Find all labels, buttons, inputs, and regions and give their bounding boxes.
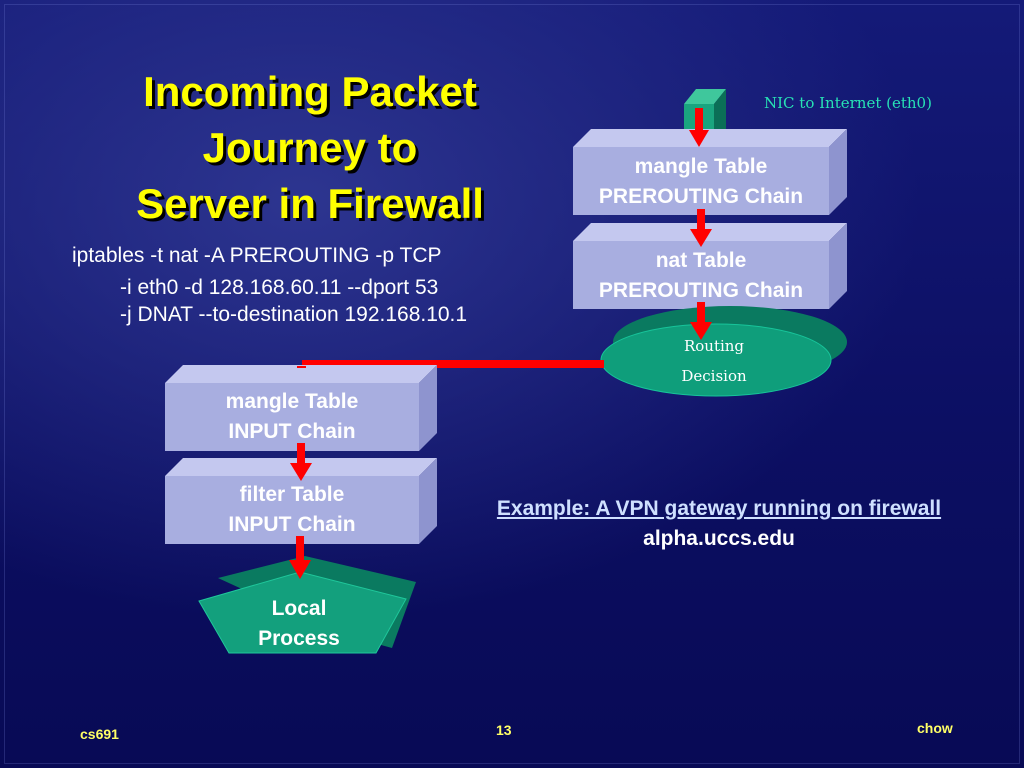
mangle-input-line2: INPUT Chain	[228, 420, 356, 443]
mangle-prerouting-line2: PREROUTING Chain	[598, 185, 804, 208]
mangle-prerouting-label: mangle Table PREROUTING Chain	[573, 152, 829, 212]
slide-title: Incoming Packet Journey to Server in Fir…	[70, 64, 550, 232]
command-line-1: iptables -t nat -A PREROUTING -p TCP	[72, 244, 442, 267]
filter-input-label: filter Table INPUT Chain	[165, 480, 419, 540]
title-line-1: Incoming Packet	[143, 68, 477, 115]
local-process-shape	[198, 556, 416, 654]
example-host: alpha.uccs.edu	[643, 527, 795, 550]
local-process-line2: Process	[258, 627, 340, 650]
flow-arrows	[289, 108, 712, 579]
mangle-prerouting-line1: mangle Table	[634, 155, 768, 178]
routing-decision-line2: Decision	[681, 367, 747, 385]
title-line-2: Journey to	[202, 124, 418, 171]
filter-input-box	[165, 458, 437, 544]
routing-decision-oval	[600, 306, 847, 397]
nic-label: NIC to Internet (eth0)	[764, 94, 932, 112]
nat-prerouting-line1: nat Table	[655, 249, 747, 272]
routing-decision-label: Routing Decision	[654, 331, 774, 391]
arrow-nat-to-routing	[690, 302, 712, 340]
title-line-3: Server in Firewall	[136, 180, 484, 227]
filter-input-line2: INPUT Chain	[228, 513, 356, 536]
routing-decision-line1: Routing	[683, 337, 745, 355]
example-caption: Example: A VPN gateway running on firewa…	[444, 494, 994, 554]
mangle-prerouting-box	[573, 129, 847, 215]
footer-page-number: 13	[496, 722, 512, 738]
arrow-filter-to-local-process	[289, 536, 311, 579]
arrow-mangle-to-filter	[290, 443, 312, 481]
nat-prerouting-label: nat Table PREROUTING Chain	[573, 246, 829, 306]
mangle-input-label: mangle Table INPUT Chain	[165, 387, 419, 447]
local-process-label: Local Process	[229, 594, 369, 654]
nat-prerouting-box	[573, 223, 847, 309]
command-line-2: -i eth0 -d 128.168.60.11 --dport 53	[120, 276, 439, 299]
filter-input-line1: filter Table	[239, 483, 345, 506]
mangle-input-box	[165, 365, 437, 451]
local-process-line1: Local	[271, 597, 327, 620]
command-line-3: -j DNAT --to-destination 192.168.10.1	[120, 303, 468, 326]
mangle-input-line1: mangle Table	[225, 390, 359, 413]
arrow-mangle-to-nat	[690, 209, 712, 247]
footer-author: chow	[917, 720, 953, 736]
routing-to-input-connector	[302, 360, 604, 368]
example-title: Example: A VPN gateway running on firewa…	[496, 497, 942, 520]
arrow-routing-to-mangle-input	[297, 366, 306, 368]
footer-course: cs691	[80, 726, 119, 742]
arrow-nic-to-mangle	[689, 108, 709, 147]
nat-prerouting-line2: PREROUTING Chain	[598, 279, 804, 302]
slide-frame	[4, 4, 1020, 764]
